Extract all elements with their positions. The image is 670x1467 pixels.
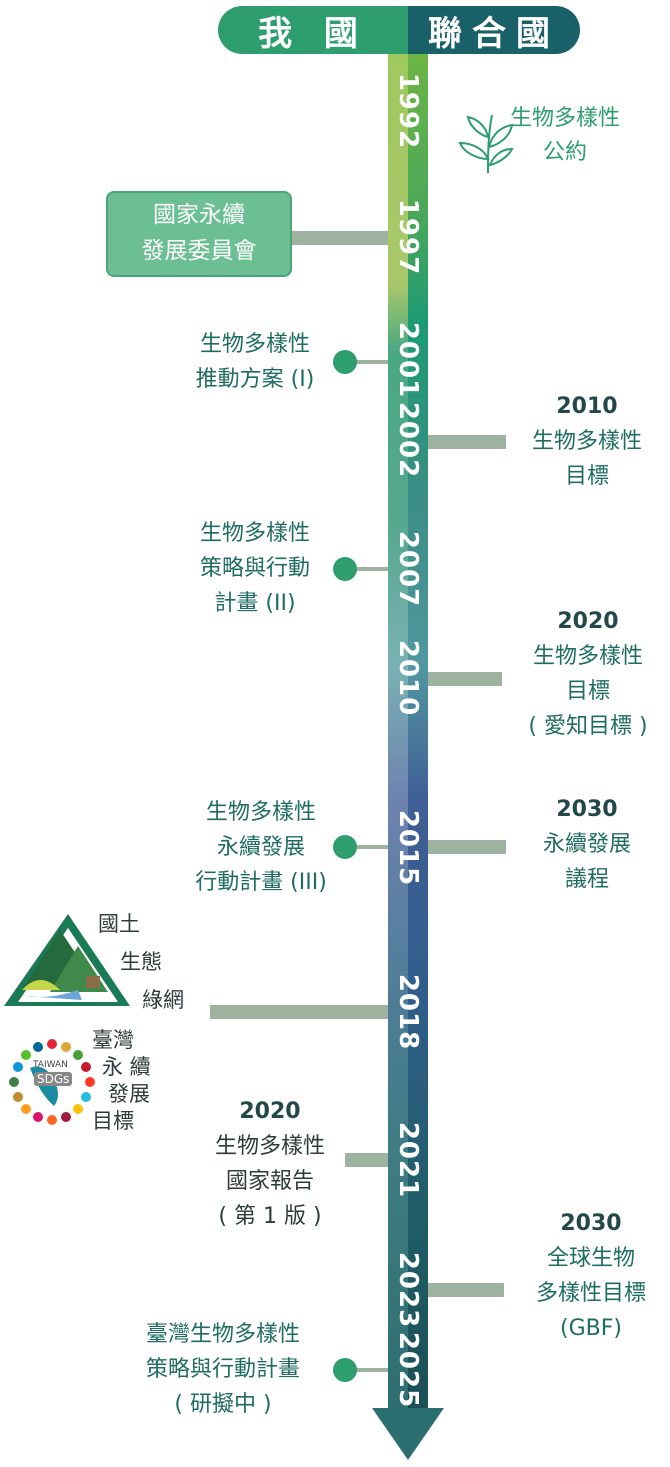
axis-right-band <box>408 54 428 1410</box>
dot-bap2 <box>333 557 357 581</box>
connector-gbf <box>428 1283 504 1297</box>
event-strategy: 臺灣生物多樣性 策略與行動計畫 ( 研擬中 ) <box>145 1322 300 1417</box>
tsdg-badge-text2: SDGs <box>34 1072 73 1086</box>
dot-strategy <box>333 1358 357 1382</box>
event-report: 2020 生物多樣性 國家報告 ( 第 1 版 ) <box>214 1099 325 1229</box>
tsdg-label: 臺灣 永 續 發展 目標 <box>92 1028 151 1133</box>
connector-2010 <box>428 435 506 449</box>
event-bap3: 生物多樣性 永續發展 行動計畫 (III) <box>195 800 327 895</box>
dot-bap1 <box>333 350 357 374</box>
event-cbd: 生物多樣性 公約 <box>510 106 621 165</box>
event-gbf: 2030 全球生物 多樣性目標 (GBF) <box>535 1211 646 1341</box>
connector-sdg2030 <box>428 840 506 854</box>
event-bap1: 生物多樣性 推動方案 (I) <box>195 332 315 392</box>
event-council-box: 國家永續 發展委員會 <box>106 191 292 277</box>
leaf-icon <box>458 114 514 174</box>
dot-bap3 <box>333 835 357 859</box>
connector-report <box>345 1153 388 1167</box>
green-network-label: 國土 生態 綠網 <box>98 912 184 1012</box>
axis-left-band <box>388 54 408 1410</box>
connector-green <box>210 1005 388 1019</box>
event-sdg2030: 2030 永續發展 議程 <box>542 797 631 892</box>
event-bap2: 生物多樣性 策略與行動 計畫 (II) <box>199 521 310 616</box>
connector-council <box>292 231 388 245</box>
event-aichi: 2020 生物多樣性 目標 ( 愛知目標 ) <box>528 609 648 739</box>
header-domestic: 我 國 <box>218 6 408 54</box>
green-network-logo <box>4 914 130 1006</box>
axis-arrowhead <box>372 1408 444 1460</box>
header-un: 聯合國 <box>408 6 580 54</box>
event-target-2010: 2010 生物多樣性 目標 <box>531 394 642 489</box>
connector-aichi <box>428 672 502 686</box>
tsdg-badge-text: TAIWAN <box>33 1060 68 1070</box>
